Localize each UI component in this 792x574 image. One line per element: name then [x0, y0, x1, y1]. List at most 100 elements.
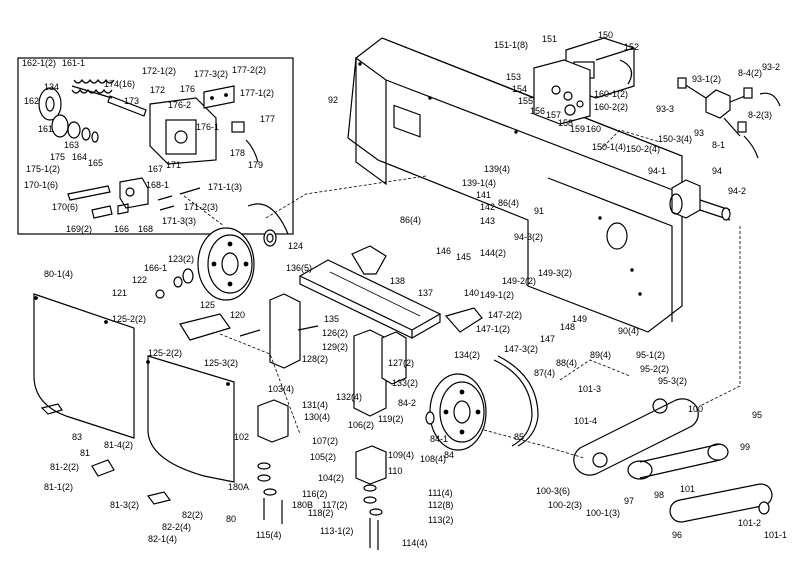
part-label-139-4: 139(4) — [484, 164, 510, 174]
part-label-155: 155 — [518, 96, 533, 106]
part-label-80-1-4: 80-1(4) — [44, 269, 73, 279]
part-label-160: 160 — [586, 124, 601, 134]
part-label-95-3-2: 95-3(2) — [658, 376, 687, 386]
part-label-121: 121 — [112, 288, 127, 298]
part-label-81: 81 — [80, 448, 90, 458]
part-label-84-2: 84-2 — [398, 398, 416, 408]
part-label-102: 102 — [234, 432, 249, 442]
part-label-110: 110 — [388, 466, 402, 476]
part-label-117-2: 117(2) — [322, 500, 347, 510]
part-label-95: 95 — [752, 410, 762, 420]
part-label-177-3-2: 177-3(2) — [194, 69, 228, 79]
part-label-82-2: 82(2) — [182, 510, 203, 520]
part-label-140: 140 — [464, 288, 479, 298]
part-label-166: 166 — [114, 224, 129, 234]
part-label-158: 158 — [558, 118, 573, 128]
part-label-81-4-2: 81-4(2) — [104, 440, 133, 450]
part-label-150: 150 — [598, 30, 613, 40]
part-label-148: 148 — [560, 322, 575, 332]
part-label-172-1-2: 172-1(2) — [142, 66, 176, 76]
part-label-167: 167 — [148, 164, 163, 174]
part-label-113-2: 113(2) — [428, 515, 453, 525]
part-label-86-4-b: 86(4) — [498, 198, 519, 208]
part-callout-labels: 162-1(2)161-1134162174(16)173172-1(2)172… — [22, 30, 787, 548]
part-label-174-16: 174(16) — [104, 79, 135, 89]
part-label-147-2-2: 147-2(2) — [488, 310, 522, 320]
part-label-119-2: 119(2) — [378, 414, 403, 424]
part-label-81-1-2: 81-1(2) — [44, 482, 73, 492]
part-label-175-1-2: 175-1(2) — [26, 164, 60, 174]
part-label-114-4: 114(4) — [402, 538, 427, 548]
part-label-94-2: 94-2 — [728, 186, 746, 196]
part-label-101-1: 101-1 — [764, 530, 787, 540]
part-label-150-3-4: 150-3(4) — [658, 134, 692, 144]
part-label-105-2: 105(2) — [310, 452, 336, 462]
connection-lines — [183, 129, 741, 459]
part-label-90-4: 90(4) — [618, 326, 639, 336]
part-label-94: 94 — [712, 166, 722, 176]
part-label-160-1-2: 160-1(2) — [594, 89, 628, 99]
part-label-165: 165 — [88, 158, 103, 168]
part-label-145: 145 — [456, 252, 471, 262]
part-label-107-2: 107(2) — [312, 436, 338, 446]
part-label-8-2-3: 8-2(3) — [748, 110, 772, 120]
part-label-95-1-2: 95-1(2) — [636, 350, 665, 360]
part-label-144-2: 144(2) — [480, 248, 506, 258]
part-label-134: 134 — [44, 82, 59, 92]
part-label-150-2-4: 150-2(4) — [626, 144, 660, 154]
part-label-87-4: 87(4) — [534, 368, 555, 378]
part-label-82-1-4: 82-1(4) — [148, 534, 177, 544]
lower-blade-wheel — [425, 355, 539, 451]
part-label-101-3: 101-3 — [578, 384, 601, 394]
lower-blade-guide-assembly — [257, 399, 387, 550]
gearbox-detail-inset — [17, 57, 294, 235]
part-label-171-1-3: 171-1(3) — [208, 182, 242, 192]
part-label-108-4: 108(4) — [420, 454, 446, 464]
part-label-179: 179 — [248, 160, 263, 170]
part-label-176-2: 176-2 — [168, 100, 191, 110]
part-label-171: 171 — [166, 160, 181, 170]
part-label-180A: 180A — [228, 482, 249, 492]
part-label-116-2: 116(2) — [302, 489, 327, 499]
part-label-122: 122 — [132, 275, 147, 285]
part-label-88-4: 88(4) — [556, 358, 577, 368]
part-label-129-2: 129(2) — [322, 342, 348, 352]
part-label-162-1-2: 162-1(2) — [22, 58, 56, 68]
part-label-177: 177 — [260, 114, 275, 124]
tension-shaft-assembly — [669, 179, 731, 221]
part-label-100-1-3: 100-1(3) — [586, 508, 620, 518]
part-label-81-2-2: 81-2(2) — [50, 462, 79, 472]
part-label-149-3-2: 149-3(2) — [538, 268, 572, 278]
part-label-151: 151 — [542, 34, 557, 44]
part-label-8-4-2: 8-4(2) — [738, 68, 762, 78]
part-label-156: 156 — [530, 106, 545, 116]
part-label-120: 120 — [230, 310, 245, 320]
part-label-141: 141 — [476, 190, 491, 200]
part-label-149-1-2: 149-1(2) — [480, 290, 514, 300]
part-label-128-2: 128(2) — [302, 354, 328, 364]
part-label-138: 138 — [390, 276, 405, 286]
part-label-115-4: 115(4) — [256, 530, 281, 540]
part-label-127-2: 127(2) — [388, 358, 414, 368]
blade-guide-bar — [298, 245, 483, 339]
part-label-176: 176 — [180, 84, 195, 94]
part-label-180B: 180B — [292, 500, 313, 510]
part-label-134-2: 134(2) — [454, 350, 480, 360]
part-label-123-2: 123(2) — [168, 254, 194, 264]
part-label-95-2-2: 95-2(2) — [640, 364, 669, 374]
part-label-125: 125 — [200, 300, 215, 310]
part-label-152: 152 — [624, 42, 639, 52]
part-label-149: 149 — [572, 314, 587, 324]
part-label-161: 161 — [38, 124, 53, 134]
part-label-170-6: 170(6) — [52, 202, 78, 212]
part-label-96: 96 — [672, 530, 682, 540]
part-label-147-3-2: 147-3(2) — [504, 344, 538, 354]
part-label-101-4: 101-4 — [574, 416, 597, 426]
part-label-172: 172 — [150, 85, 165, 95]
part-label-132-4: 132(4) — [336, 392, 362, 402]
part-label-157: 157 — [546, 110, 561, 120]
part-label-99: 99 — [740, 442, 750, 452]
part-label-135: 135 — [324, 314, 339, 324]
part-label-84-1: 84-1 — [430, 434, 448, 444]
part-label-125-2-2b: 125-2(2) — [148, 348, 182, 358]
